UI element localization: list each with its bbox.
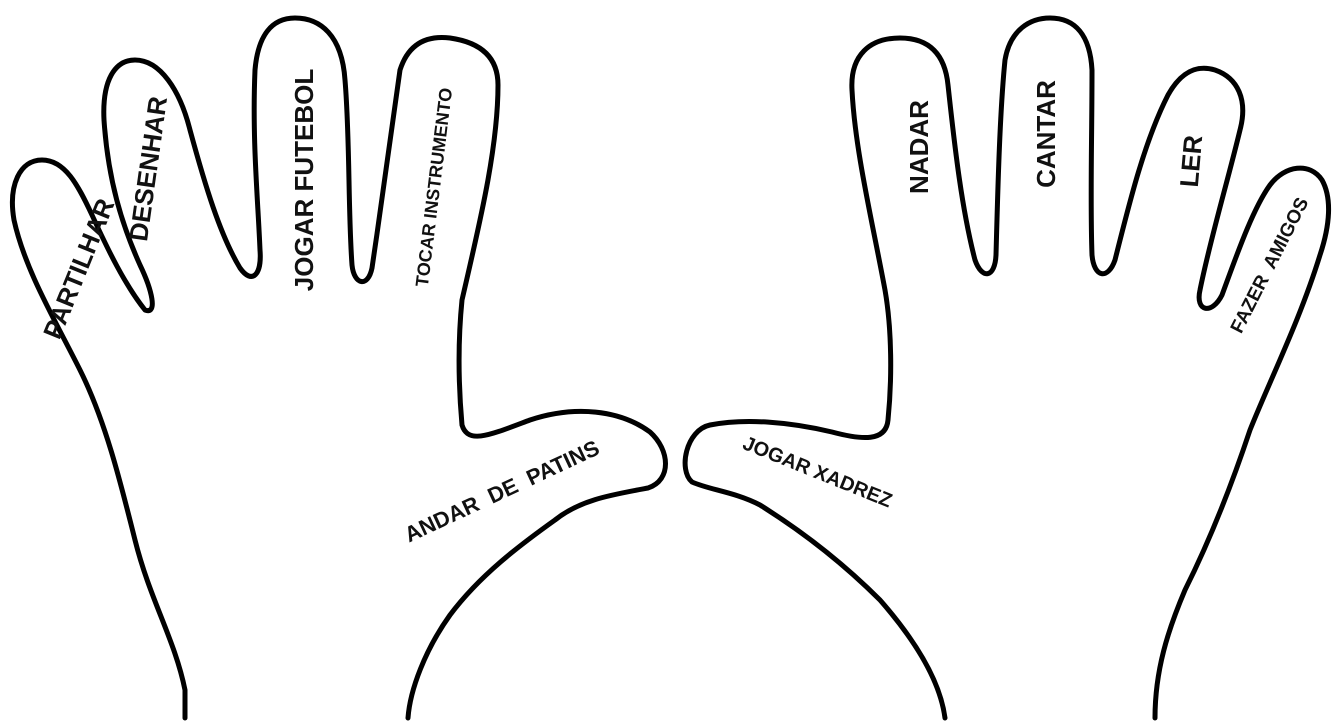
right-middle-label: CANTAR (1031, 80, 1061, 188)
right-index-label: NADAR (904, 100, 934, 194)
left-middle-label: JOGAR FUTEBOL (289, 69, 319, 292)
left-hand-outline (12, 18, 665, 718)
right-hand: JOGAR XADREZ NADAR CANTAR LER FAZER AMIG… (685, 18, 1328, 718)
right-hand-outline (685, 18, 1328, 718)
left-hand: ANDAR DE PATINS TOCAR INSTRUMENTO JOGAR … (12, 18, 665, 718)
right-ring-label: LER (1174, 134, 1208, 189)
